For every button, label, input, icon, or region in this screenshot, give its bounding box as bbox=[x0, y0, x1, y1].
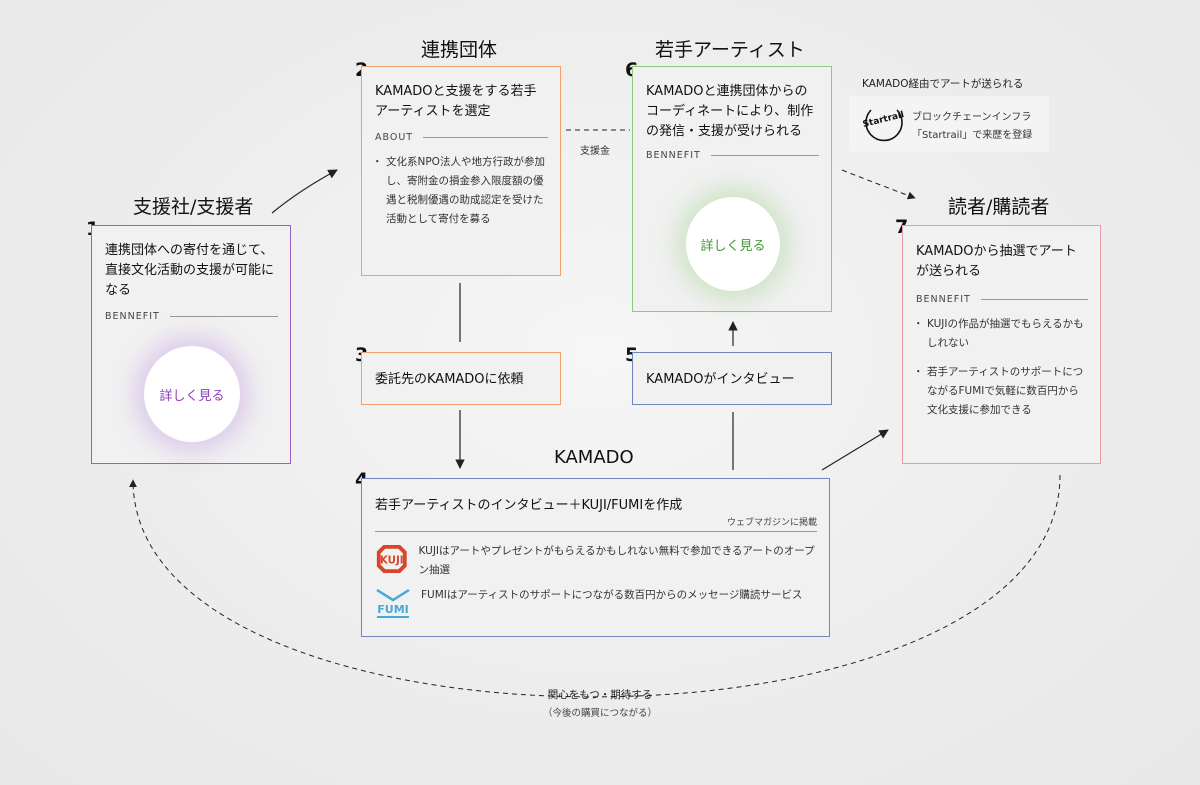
step-7-title: KAMADOから抽選でアートが送られる bbox=[916, 244, 1077, 279]
list-item: 若手アーティストのサポートにつながるFUMIで気軽に数百円から文化支援に参加でき… bbox=[913, 363, 1088, 420]
step-2-section-label: ABOUT bbox=[375, 132, 548, 143]
support-fee-label: 支援金 bbox=[580, 146, 610, 157]
step-4-title: 若手アーティストのインタビュー＋KUJI/FUMIを作成 bbox=[375, 498, 683, 513]
heading-readers: 読者/購読者 bbox=[948, 196, 1050, 218]
step-6-card: KAMADOと連携団体からのコーディネートにより、制作の発信・支援が受けられる … bbox=[632, 66, 832, 312]
step-5-title: KAMADOがインタビュー bbox=[646, 372, 795, 387]
step-1-card: 連携団体への寄付を通じて、直接文化活動の支援が可能になる BENNEFIT 詳し… bbox=[91, 225, 291, 464]
step-4-note: ウェブマガジンに掲載 bbox=[726, 518, 817, 528]
kuji-logo-icon: KUJI bbox=[376, 545, 407, 573]
startrail-card: Startrail ブロックチェーンインフラ 「Startrail」で来歴を登録 bbox=[849, 96, 1049, 152]
step-7-benefit-list: KUJIの作品が抽選でもらえるかもしれない 若手アーティストのサポートにつながる… bbox=[913, 315, 1088, 420]
list-item: KUJIの作品が抽選でもらえるかもしれない bbox=[913, 315, 1088, 353]
startrail-logo-icon: Startrail bbox=[862, 109, 905, 142]
startrail-line-2: 「Startrail」で来歴を登録 bbox=[912, 130, 1033, 141]
step-3-title: 委託先のKAMADOに依頼 bbox=[375, 372, 524, 387]
step-4-card: 若手アーティストのインタビュー＋KUJI/FUMIを作成 ウェブマガジンに掲載 … bbox=[361, 478, 830, 637]
fumi-logo-icon: FUMI bbox=[376, 588, 410, 618]
kamado-title: KAMADO bbox=[554, 447, 634, 468]
kuji-row: KUJI KUJIはアートやプレゼントがもらえるかもしれない無料で参加できるアー… bbox=[375, 542, 817, 580]
step-1-title: 連携団体への寄付を通じて、直接文化活動の支援が可能になる bbox=[105, 243, 275, 298]
heading-young-artists: 若手アーティスト bbox=[655, 39, 805, 61]
step-6-title: KAMADOと連携団体からのコーディネートにより、制作の発信・支援が受けられる bbox=[646, 84, 814, 139]
step-5-card: KAMADOがインタビュー bbox=[632, 352, 832, 405]
step-2-title: KAMADOと支援をする若手アーティストを選定 bbox=[375, 84, 537, 119]
interest-label: 関心をもつ・期待する bbox=[547, 689, 653, 701]
arrow-7-to-1-dashed-arc bbox=[129, 474, 1061, 698]
startrail-heading: KAMADO経由でアートが送られる bbox=[862, 78, 1024, 90]
step-1-details-button[interactable]: 詳しく見る bbox=[144, 346, 240, 442]
svg-text:KUJI: KUJI bbox=[380, 555, 404, 567]
kuji-description: KUJIはアートやプレゼントがもらえるかもしれない無料で参加できるアートのオープ… bbox=[418, 545, 815, 576]
fumi-row: FUMI FUMIはアーティストのサポートにつながる数百円からのメッセージ購読サ… bbox=[375, 586, 817, 620]
list-item: 文化系NPO法人や地方行政が参加し、寄附金の損金参入限度額の優遇と税制優遇の助成… bbox=[372, 153, 548, 229]
step-6-section-label: BENNEFIT bbox=[646, 150, 819, 161]
step-7-card: KAMADOから抽選でアートが送られる BENNEFIT KUJIの作品が抽選で… bbox=[902, 225, 1101, 464]
heading-supporters: 支援社/支援者 bbox=[133, 196, 254, 218]
step-1-section-label: BENNEFIT bbox=[105, 311, 278, 322]
step-3-card: 委託先のKAMADOに依頼 bbox=[361, 352, 561, 405]
heading-partner-orgs: 連携団体 bbox=[421, 39, 498, 61]
step-2-about-list: 文化系NPO法人や地方行政が参加し、寄附金の損金参入限度額の優遇と税制優遇の助成… bbox=[372, 153, 548, 229]
divider bbox=[375, 531, 817, 532]
arrow-4-to-7 bbox=[821, 429, 889, 471]
svg-text:FUMI: FUMI bbox=[377, 603, 409, 616]
arrow-1-to-2 bbox=[271, 169, 338, 214]
interest-sublabel: （今後の購買につながる） bbox=[542, 708, 657, 719]
arrow-6-to-7-dashed bbox=[841, 169, 916, 200]
step-6-details-button[interactable]: 詳しく見る bbox=[686, 197, 780, 291]
startrail-line-1: ブロックチェーンインフラ bbox=[912, 112, 1032, 123]
step-7-section-label: BENNEFIT bbox=[916, 294, 1088, 305]
fumi-description: FUMIはアーティストのサポートにつながる数百円からのメッセージ購読サービス bbox=[421, 589, 803, 601]
step-2-card: KAMADOと支援をする若手アーティストを選定 ABOUT 文化系NPO法人や地… bbox=[361, 66, 561, 276]
